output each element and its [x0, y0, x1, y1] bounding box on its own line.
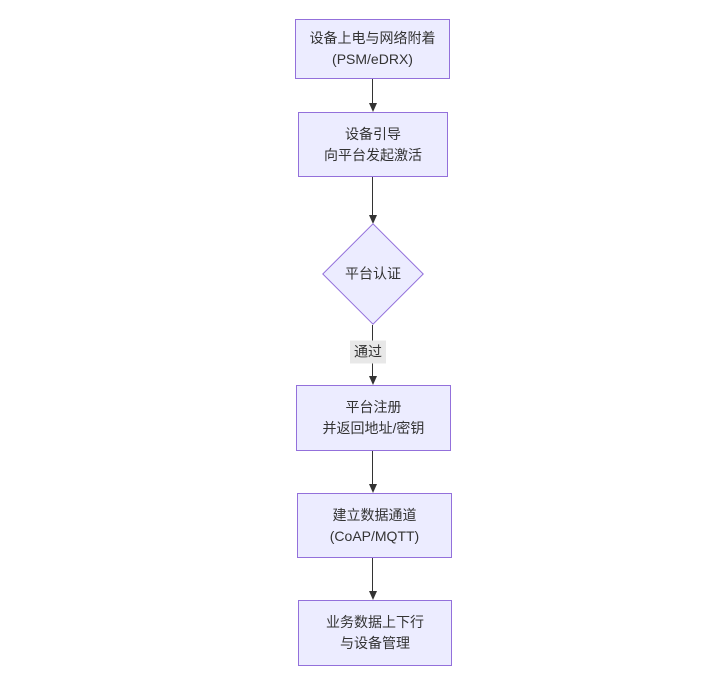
edge-line	[372, 177, 373, 216]
decision-label: 平台认证	[345, 265, 401, 282]
arrowhead-down-icon	[369, 376, 377, 385]
node-power-network-attach: 设备上电与网络附着 (PSM/eDRX)	[295, 19, 450, 79]
node-text-line: (PSM/eDRX)	[332, 51, 413, 67]
arrowhead-down-icon	[369, 591, 377, 600]
edge-line	[372, 79, 373, 104]
node-text-line: 业务数据上下行	[326, 614, 424, 630]
arrowhead-down-icon	[369, 215, 377, 224]
node-text-line: 设备上电与网络附着	[309, 30, 436, 46]
edge-label-pass: 通过	[350, 340, 386, 364]
node-text-line: 建立数据通道	[332, 506, 417, 523]
node-text-line: 平台注册	[345, 399, 402, 415]
node-text-line: 向平台发起激活	[324, 146, 422, 163]
node-text-line: (CoAP/MQTT)	[329, 527, 420, 544]
edge-line	[372, 558, 373, 591]
node-business-data: 业务数据上下行 与设备管理	[298, 600, 452, 666]
edge-line	[372, 451, 373, 484]
arrowhead-down-icon	[369, 103, 377, 112]
node-device-bootstrap: 设备引导 向平台发起激活	[298, 112, 448, 177]
node-text-line: 并返回地址/密钥	[322, 420, 425, 436]
arrowhead-down-icon	[369, 484, 377, 493]
node-text-line: 设备引导	[345, 125, 401, 142]
node-data-channel: 建立数据通道 (CoAP/MQTT)	[297, 493, 452, 558]
node-text-line: 与设备管理	[340, 635, 410, 651]
node-platform-register: 平台注册 并返回地址/密钥	[296, 385, 451, 451]
